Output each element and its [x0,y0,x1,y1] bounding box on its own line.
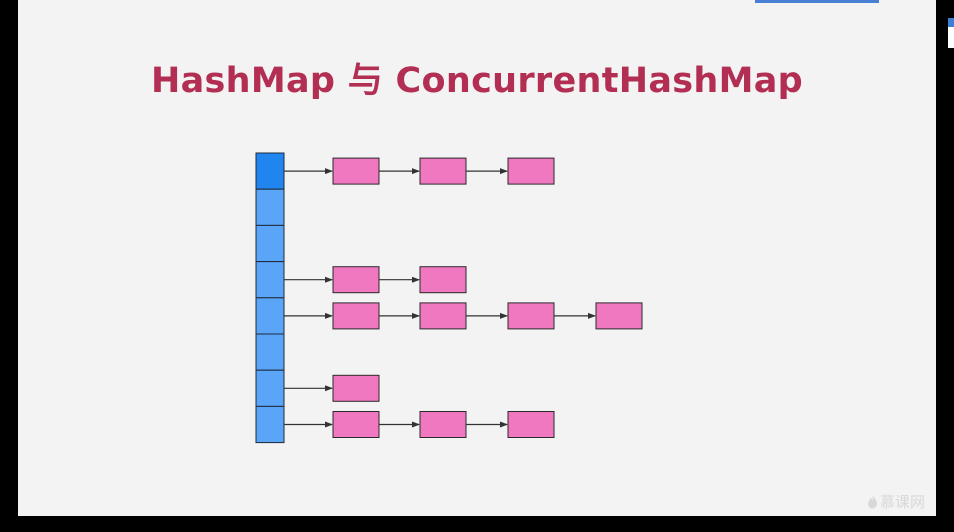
node-b6-0 [332,374,380,402]
node-b3-1 [419,266,467,294]
flame-icon [868,494,877,508]
side-widget[interactable] [948,18,954,48]
node-b4-3 [595,302,643,330]
bucket-6 [255,369,285,407]
node-b0-2 [507,157,555,185]
node-b3-0 [332,266,380,294]
bucket-5 [255,333,285,371]
node-b7-1 [419,411,467,438]
node-b4-1 [419,302,467,330]
node-b7-0 [332,411,380,438]
node-b4-0 [332,302,380,330]
node-b0-0 [332,157,380,185]
slide-title: HashMap 与 ConcurrentHashMap [150,61,803,101]
node-b4-2 [507,302,555,330]
bucket-7 [255,405,285,444]
bucket-3 [255,261,285,299]
top-progress-bar [755,0,879,3]
node-b0-1 [419,157,467,185]
watermark-text: 慕课网 [880,493,926,511]
slide [18,0,936,516]
side-widget-accent [948,18,954,27]
bucket-0 [255,152,285,190]
watermark: 慕课网 [868,491,925,512]
bucket-2 [255,224,285,263]
bucket-array [255,152,285,444]
bucket-4 [255,297,285,335]
bucket-chains [284,157,643,438]
bucket-1 [255,188,285,226]
node-b7-2 [507,411,555,438]
